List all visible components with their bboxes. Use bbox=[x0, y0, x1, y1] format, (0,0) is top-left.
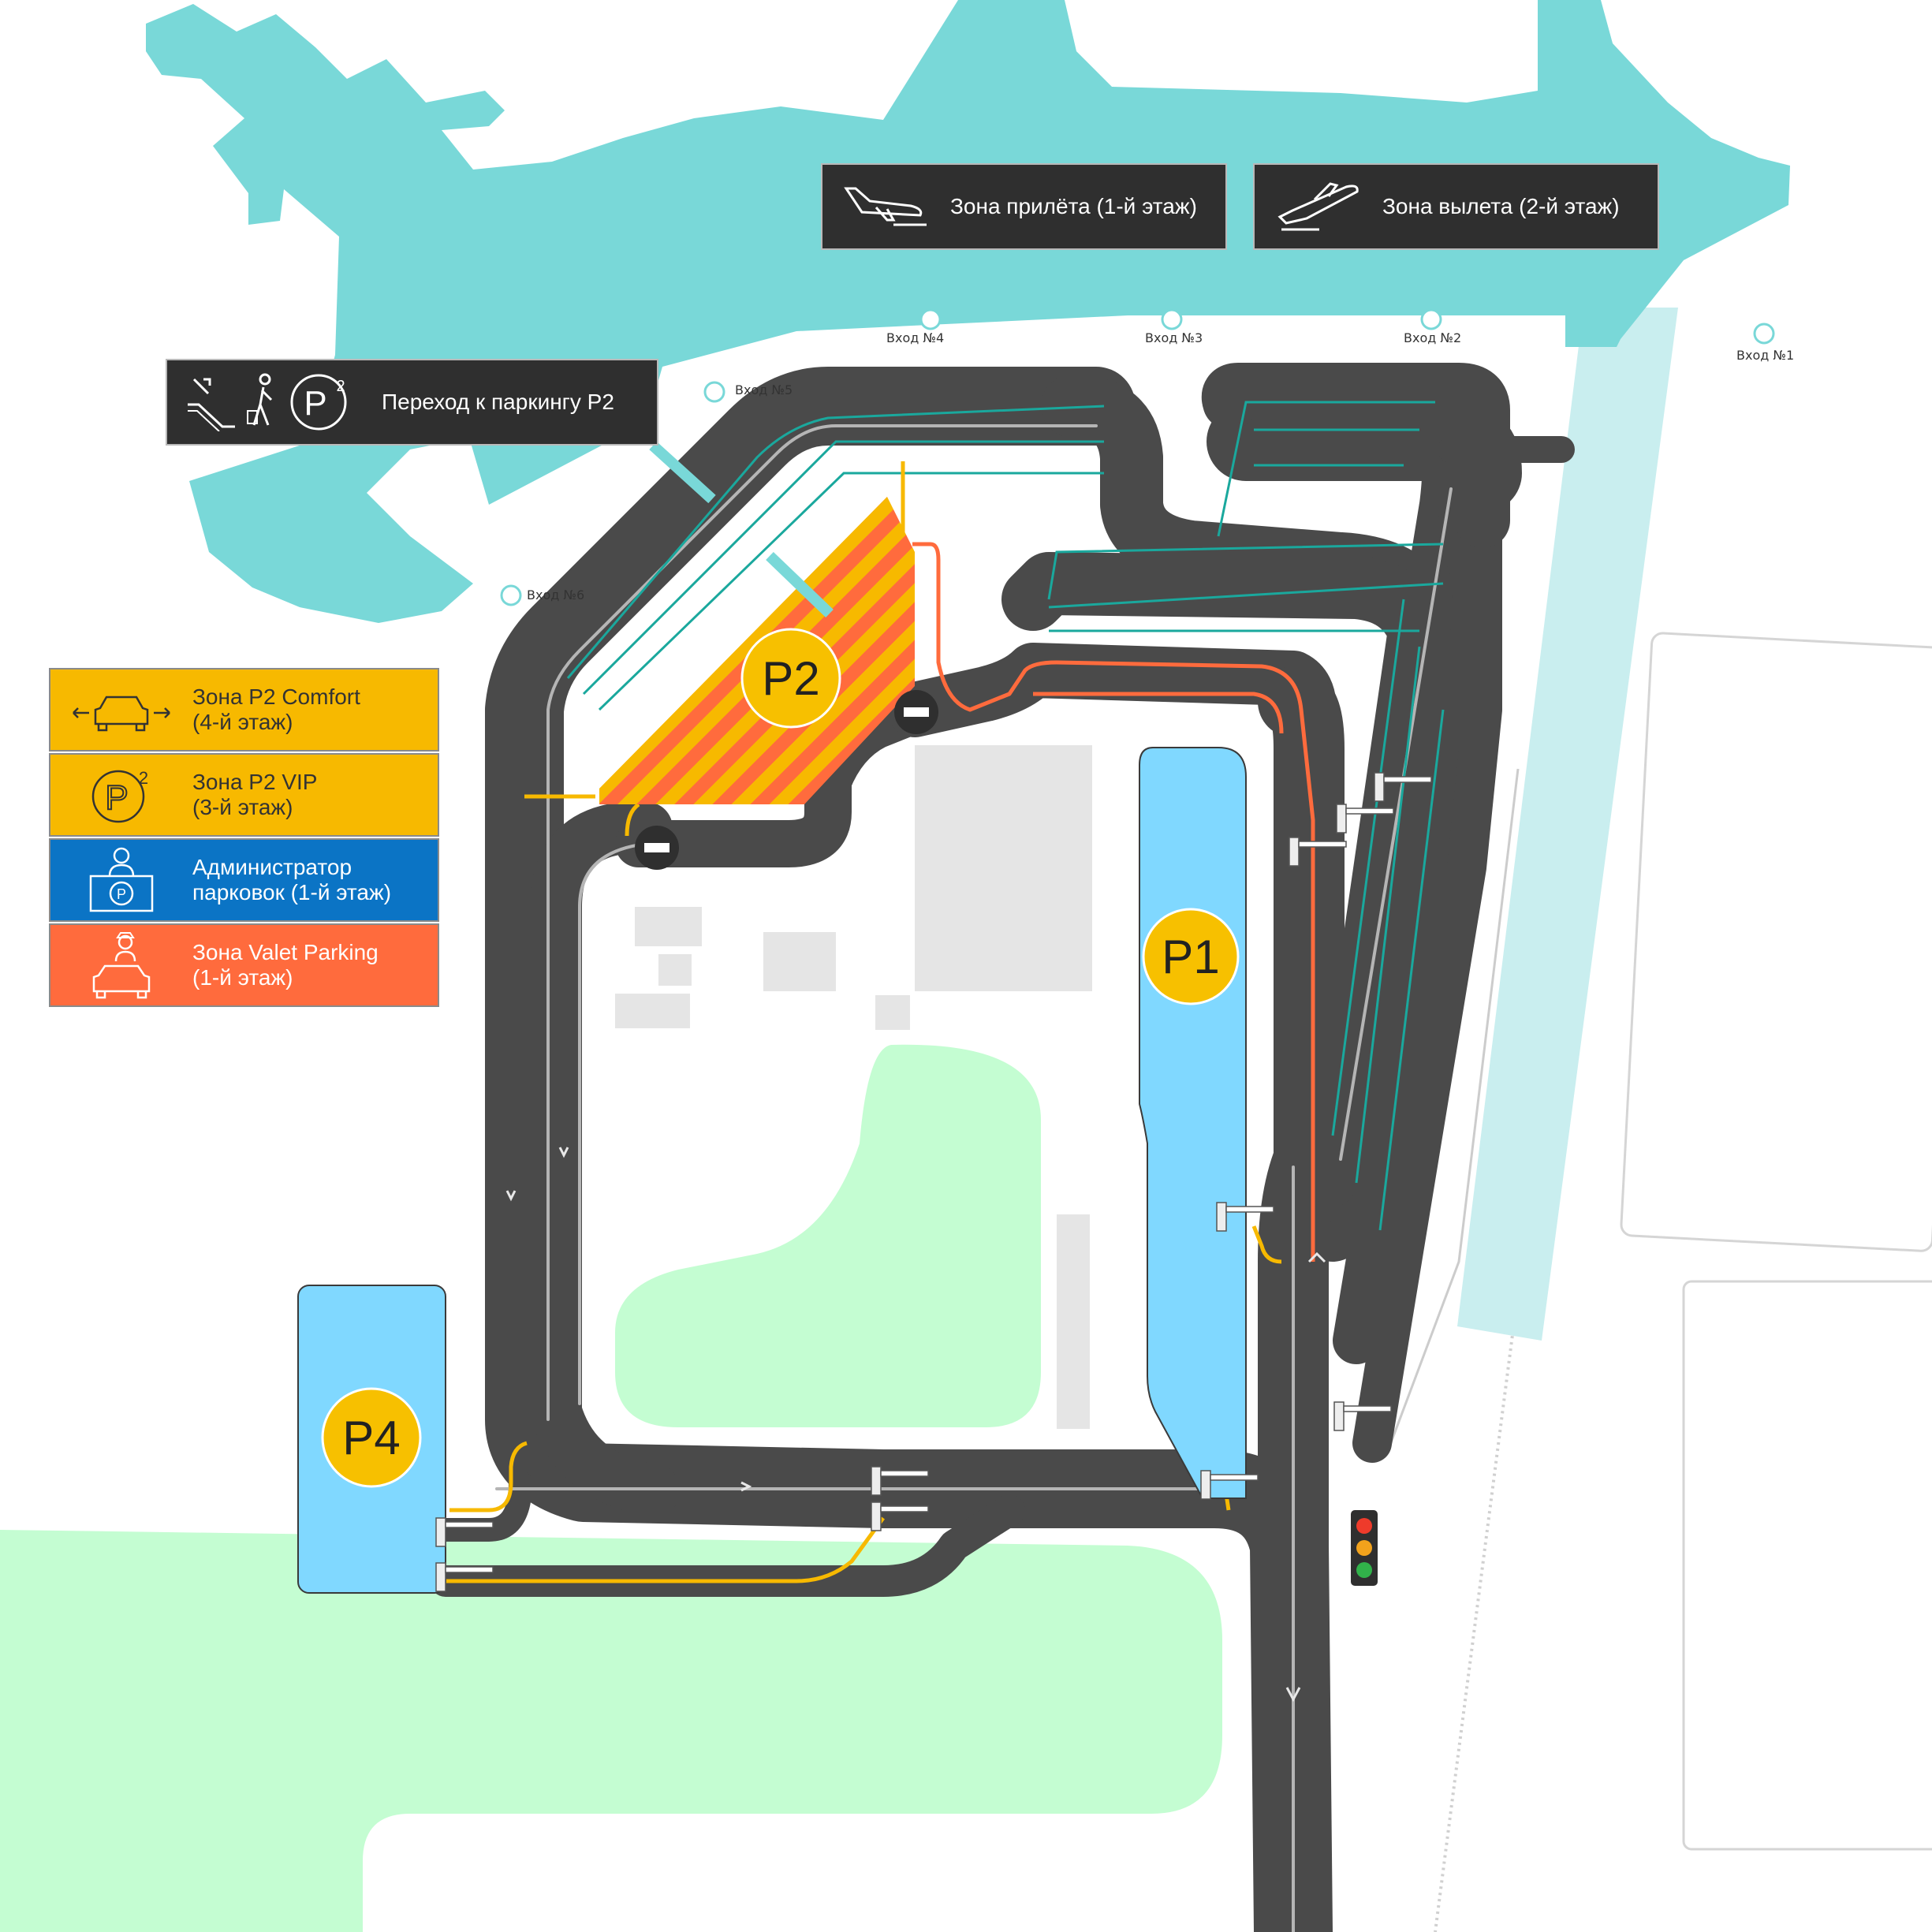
legend-parking-admin-line2: парковок (1-й этаж) bbox=[192, 880, 392, 904]
entrance-3-label: Вход №3 bbox=[1145, 330, 1203, 345]
svg-text:P: P bbox=[304, 384, 326, 423]
p2-walkway bbox=[649, 441, 834, 618]
p2-parking-icon: P 2 bbox=[290, 374, 347, 431]
p2-badge bbox=[740, 628, 841, 729]
p2-label: P2 bbox=[762, 652, 819, 705]
svg-text:2: 2 bbox=[336, 378, 345, 395]
grey-buildings bbox=[615, 745, 1092, 1429]
escalator-icon bbox=[188, 378, 235, 431]
p1-badge bbox=[1142, 908, 1240, 1005]
entrance-5-label: Вход №5 bbox=[735, 382, 793, 397]
legend-p2-comfort: Зона P2 Comfort(4-й этаж) bbox=[49, 668, 439, 752]
entrance-1-label: Вход №1 bbox=[1736, 348, 1795, 363]
arrivals-sign: Зона прилёта (1-й этаж) bbox=[821, 163, 1227, 250]
building-outline-east-2 bbox=[1682, 1280, 1932, 1851]
legend-valet-parking: Зона Valet Parking(1-й этаж) bbox=[49, 923, 439, 1007]
parking-admin-icon: P bbox=[89, 847, 154, 912]
building-outline-east-1 bbox=[1620, 632, 1932, 1252]
fence-line bbox=[1386, 768, 1520, 1452]
p2-vip-icon: P 2 bbox=[91, 768, 148, 823]
svg-text:P: P bbox=[117, 886, 126, 902]
lane-markings bbox=[495, 424, 1453, 1932]
gate-markers bbox=[635, 690, 938, 870]
svg-text:2: 2 bbox=[139, 768, 148, 788]
traffic-light-icon bbox=[1351, 1510, 1378, 1586]
legend-p2-vip-line1: Зона P2 VIP bbox=[192, 770, 318, 794]
legend-p2-vip-line2: (3-й этаж) bbox=[192, 795, 293, 819]
p2-transfer-label: Переход к паркингу P2 bbox=[382, 390, 614, 414]
barriers bbox=[435, 772, 1432, 1592]
departures-label: Зона вылета (2-й этаж) bbox=[1382, 194, 1620, 218]
valet-parking-icon bbox=[92, 932, 151, 999]
walking-traveler-icon bbox=[247, 373, 273, 426]
teal-routes bbox=[566, 401, 1445, 1231]
entrance-2-label: Вход №2 bbox=[1404, 330, 1462, 345]
terminal-annex-strip bbox=[1457, 308, 1678, 1341]
terminal-building bbox=[146, 0, 1790, 623]
entrance-markers bbox=[500, 308, 1775, 606]
plane-landing-icon bbox=[844, 187, 927, 226]
p2-transfer-sign: P 2 Переход к паркингу P2 bbox=[166, 359, 658, 446]
legend-p2-comfort-line1: Зона P2 Comfort bbox=[192, 684, 360, 709]
arrivals-label: Зона прилёта (1-й этаж) bbox=[950, 194, 1197, 218]
legend-valet-parking-line2: (1-й этаж) bbox=[192, 965, 293, 990]
green-area-south bbox=[0, 1530, 1222, 1932]
svg-text:P: P bbox=[105, 778, 128, 817]
p1-parking-zone bbox=[1139, 747, 1247, 1499]
legend-p2-comfort-line2: (4-й этаж) bbox=[192, 710, 293, 734]
p4-badge bbox=[321, 1387, 422, 1488]
legend-p2-vip: P 2 Зона P2 VIP(3-й этаж) bbox=[49, 753, 439, 837]
yellow-routes bbox=[446, 461, 1282, 1583]
car-comfort-icon bbox=[73, 696, 170, 732]
p4-label: P4 bbox=[342, 1412, 400, 1464]
p1-label: P1 bbox=[1162, 931, 1219, 983]
entrance-4-label: Вход №4 bbox=[886, 330, 945, 345]
plane-takeoff-icon bbox=[1277, 182, 1359, 231]
green-area-center bbox=[615, 1044, 1041, 1427]
departures-sign: Зона вылета (2-й этаж) bbox=[1253, 163, 1659, 250]
orange-valet-route bbox=[912, 542, 1315, 1262]
entrance-6-label: Вход №6 bbox=[527, 587, 585, 602]
legend-valet-parking-line1: Зона Valet Parking bbox=[192, 940, 379, 964]
legend-parking-admin-line1: Администратор bbox=[192, 855, 352, 879]
road-arrows bbox=[505, 1147, 1326, 1703]
